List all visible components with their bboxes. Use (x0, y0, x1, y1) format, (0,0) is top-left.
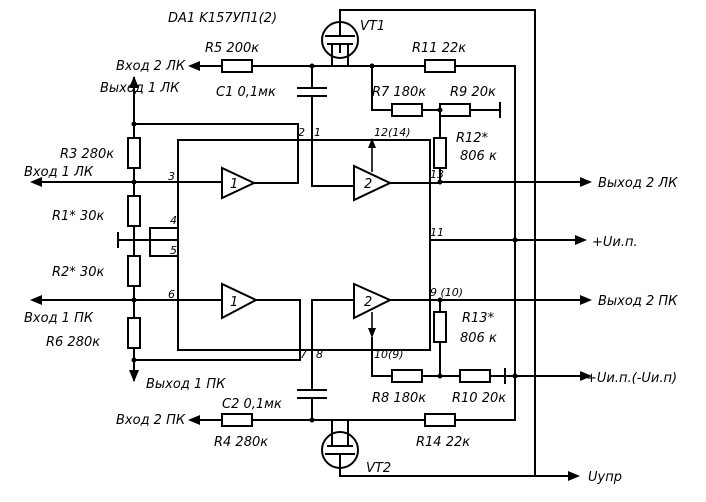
r1-label: R1* 30к (52, 209, 104, 224)
port-in1lk: Вход 1 ЛК (24, 165, 94, 180)
pin-9: 9 (10) (430, 286, 463, 299)
vt1-label: VT1 (360, 19, 385, 34)
resistor-r14 (424, 413, 456, 427)
resistor-r6 (127, 317, 141, 349)
transistor-vt2 (321, 419, 536, 477)
c2-label: C2 0,1мк (222, 397, 282, 412)
r14-label: R14 22к (416, 435, 470, 450)
arrow-icon (580, 177, 592, 187)
port-in2lk: Вход 2 ЛК (116, 59, 186, 74)
r7-label: R7 180к (372, 85, 426, 100)
r13-value: 806 к (460, 331, 497, 346)
pin-1: 1 (314, 126, 321, 139)
resistor-r7 (391, 103, 423, 117)
r4-label: R4 280к (214, 435, 268, 450)
amp-2b-label: 2 (364, 295, 372, 310)
port-in2pk: Вход 2 ПК (116, 413, 186, 428)
pin-3: 3 (168, 170, 175, 183)
transistor-vt1 (321, 9, 536, 67)
vt2-label: VT2 (366, 461, 391, 476)
r6-label: R6 280к (46, 335, 100, 350)
r12-label: R12* (456, 131, 489, 146)
amp-2-label: 2 (364, 177, 372, 192)
pin-7: 7 (300, 348, 307, 361)
port-vpm: +Uи.п.(-Uи.п) (586, 371, 677, 386)
resistor-r5 (221, 59, 253, 73)
port-uctl: Uупр (588, 470, 622, 485)
arrow-icon (580, 371, 592, 381)
resistor-r2 (127, 255, 141, 287)
r3-label: R3 280к (60, 147, 114, 162)
pin-12: 12(14) (374, 126, 411, 139)
pin-4: 4 (170, 214, 177, 227)
resistor-r10 (459, 369, 491, 383)
port-out2pk: Выход 2 ПК (598, 294, 678, 309)
r12-value: 806 к (460, 149, 497, 164)
resistor-r8 (391, 369, 423, 383)
resistor-r12 (433, 137, 447, 169)
port-out1pk: Выход 1 ПК (146, 377, 226, 392)
resistor-r4 (221, 413, 253, 427)
amp-1b-label: 1 (230, 295, 238, 310)
r13-label: R13* (462, 311, 495, 326)
resistor-r3 (127, 137, 141, 169)
r2-label: R2* 30к (52, 265, 104, 280)
pin-2: 2 (298, 126, 305, 139)
arrow-icon (580, 295, 592, 305)
resistor-r9 (439, 103, 471, 117)
amplifier-1-bottom (221, 282, 259, 320)
r11-label: R11 22к (412, 41, 466, 56)
pin-10: 10(9) (374, 348, 404, 361)
r8-label: R8 180к (372, 391, 426, 406)
amplifier-2-top (353, 164, 393, 202)
pin-5: 5 (170, 244, 177, 257)
resistor-r13 (433, 311, 447, 343)
port-out2lk: Выход 2 ЛК (598, 176, 678, 191)
arrow-icon (575, 235, 587, 245)
arrow-icon (129, 370, 139, 382)
arrow-icon (568, 471, 580, 481)
chip-label: DA1 K157УП1(2) (168, 11, 277, 26)
port-in1pk: Вход 1 ПК (24, 311, 94, 326)
pin-13: 13 (430, 168, 444, 181)
arrow-icon (129, 76, 139, 88)
r10-label: R10 20к (452, 391, 506, 406)
port-out1lk: Выход 1 ЛК (100, 81, 180, 96)
r9-label: R9 20к (450, 85, 496, 100)
c1-label: C1 0,1мк (216, 85, 276, 100)
pin-6: 6 (168, 288, 175, 301)
resistor-r11 (424, 59, 456, 73)
r5-label: R5 200к (205, 41, 259, 56)
ic-body (177, 139, 431, 351)
amp-1-label: 1 (230, 177, 238, 192)
pin-11: 11 (430, 226, 444, 239)
port-vplus: +Uи.п. (592, 235, 638, 250)
pin-8: 8 (316, 348, 323, 361)
resistor-r1 (127, 195, 141, 227)
